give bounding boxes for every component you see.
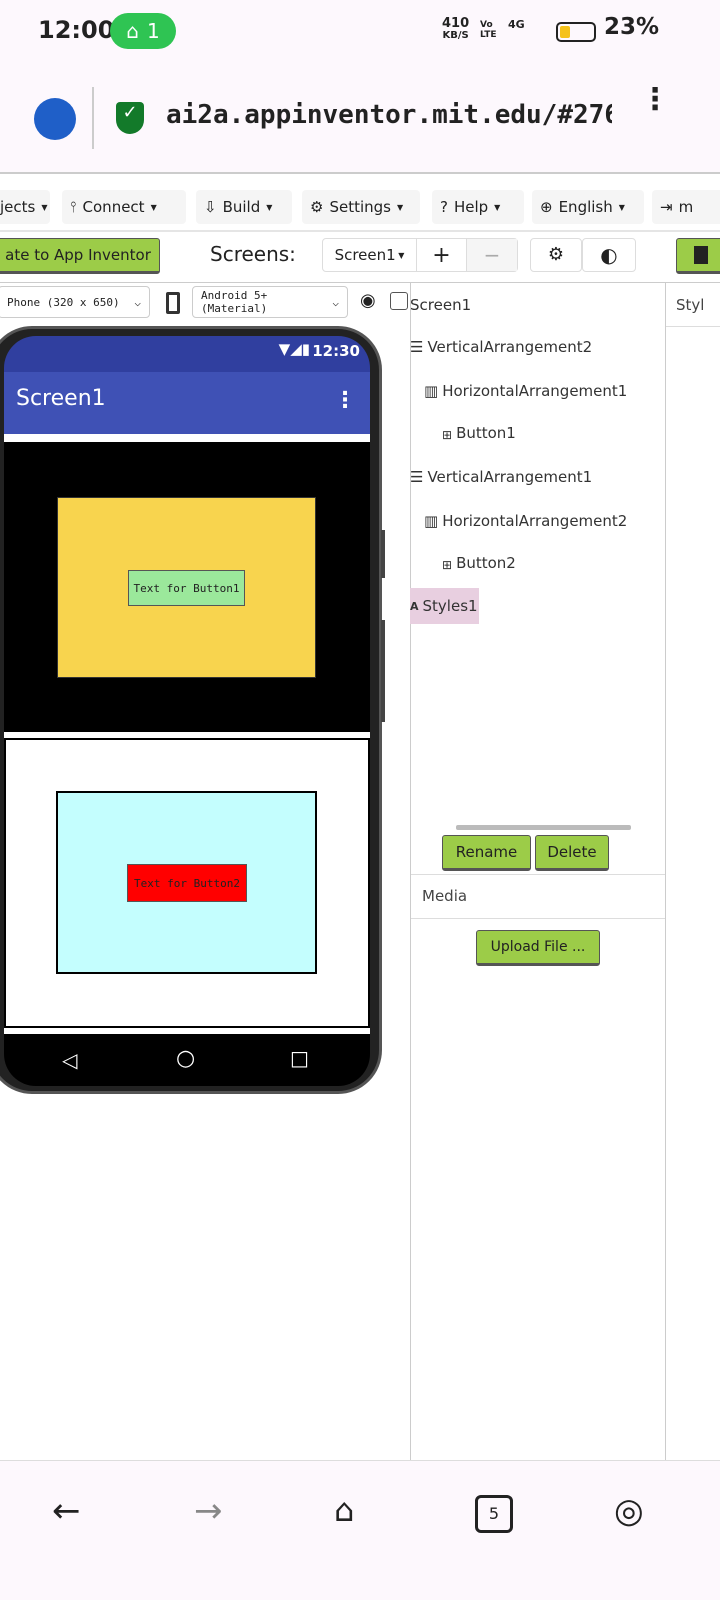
horizontal-arrangement-icon: ▥ <box>424 382 439 400</box>
gear-icon: ⚙ <box>310 198 324 216</box>
rename-button[interactable]: Rename <box>442 835 531 871</box>
show-hidden-checkbox[interactable] <box>390 292 408 310</box>
screen-controls: Screen1 ▼ + − <box>322 238 518 272</box>
device-icon[interactable] <box>166 292 180 314</box>
horizontal-arrangement-icon: ▥ <box>424 512 439 530</box>
upload-file-button[interactable]: Upload File ... <box>476 930 600 966</box>
site-info-icon[interactable] <box>34 98 76 140</box>
menu-build[interactable]: ⇩Build▼ <box>196 190 292 224</box>
menu-language[interactable]: ⊕English▼ <box>532 190 644 224</box>
vertical-arrangement-icon: ☰ <box>410 468 424 486</box>
screen-select[interactable]: Screen1 ▼ <box>323 239 417 271</box>
tabs-button[interactable]: 5 <box>475 1495 513 1533</box>
battery-percent: 23% <box>604 14 660 40</box>
phone-signal-icons: ▼◢▮ <box>278 340 310 358</box>
delete-button[interactable]: Delete <box>535 835 609 871</box>
hidden-components-eye-icon[interactable]: ◉ <box>360 290 376 311</box>
logout-icon: ⇥ <box>660 198 673 216</box>
volte-icon: Vo LTE <box>480 20 497 40</box>
remove-screen-button[interactable]: − <box>467 239 517 271</box>
phone-back-icon: ◁ <box>62 1048 78 1072</box>
phone-title-bar: Screen1 ⋮ <box>4 372 370 434</box>
back-icon[interactable]: ← <box>52 1491 81 1531</box>
menu-connect[interactable]: ⫯Connect▼ <box>62 190 186 224</box>
shield-check-icon: ✓ <box>116 102 144 134</box>
phone-size-select[interactable]: Phone (320 x 650)⌵ <box>0 286 150 318</box>
media-title: Media <box>422 887 468 905</box>
tree-item-button1[interactable]: ⊞Button1 <box>442 424 516 442</box>
button-icon: ⊞ <box>442 428 453 442</box>
screens-label: Screens: <box>210 242 296 266</box>
url-text[interactable]: ai2a.appinventor.mit.edu/#27628 <box>166 100 612 130</box>
connect-icon: ⫯ <box>70 198 77 216</box>
menu-signout[interactable]: ⇥m <box>652 190 720 224</box>
menu-settings[interactable]: ⚙Settings▼ <box>302 190 420 224</box>
battery-icon <box>556 22 596 42</box>
tree-item-button2[interactable]: ⊞Button2 <box>442 554 516 572</box>
menu-projects[interactable]: jects▼ <box>0 190 50 224</box>
button-icon: ⊞ <box>442 558 453 572</box>
forward-icon[interactable]: → <box>194 1491 223 1531</box>
hotspot-icon: ⌂ <box>126 19 139 43</box>
build-icon: ⇩ <box>204 198 217 216</box>
update-button[interactable]: ate to App Inventor <box>0 238 160 274</box>
clock: 12:00 <box>38 16 115 44</box>
hotspot-badge[interactable]: ⌂1 <box>110 13 176 49</box>
more-menu-icon[interactable]: ⋮ <box>640 82 670 117</box>
signal-icon: 4G <box>508 18 525 31</box>
blocks-button[interactable] <box>676 238 720 274</box>
home-icon[interactable]: ⌂ <box>334 1491 355 1529</box>
button1[interactable]: Text for Button1 <box>128 570 245 606</box>
browser-url-bar: ✓ ai2a.appinventor.mit.edu/#27628 ⋮ <box>0 62 720 174</box>
phone-status-bar: 12:30 ▼◢▮ <box>4 336 370 372</box>
tree-item-horizontalarrangement2[interactable]: ▥HorizontalArrangement2 <box>424 512 628 530</box>
styles-icon: A <box>410 599 419 613</box>
phone-screen-title: Screen1 <box>16 386 106 411</box>
vertical-arrangement-icon: ☰ <box>410 338 424 356</box>
account-icon[interactable]: ◎ <box>614 1491 644 1531</box>
add-screen-button[interactable]: + <box>417 239 467 271</box>
help-icon: ? <box>440 198 448 216</box>
menu-help[interactable]: ?Help▼ <box>432 190 524 224</box>
phone-home-icon: ○ <box>176 1046 196 1071</box>
theme-select[interactable]: Android 5+ (Material)⌵ <box>192 286 348 318</box>
tree-scrollbar[interactable] <box>456 825 631 830</box>
tree-item-horizontalarrangement1[interactable]: ▥HorizontalArrangement1 <box>424 382 628 400</box>
phone-overflow-icon: ⋮ <box>334 388 356 413</box>
tree-item-verticalarrangement2[interactable]: ☰VerticalArrangement2 <box>410 338 593 356</box>
browser-nav-bar: ← → ⌂ 5 ◎ <box>0 1460 720 1600</box>
properties-title: Styl <box>676 296 705 314</box>
button2[interactable]: Text for Button2 <box>127 864 247 902</box>
tree-item-screen1[interactable]: Screen1 <box>410 296 472 314</box>
tree-item-verticalarrangement1[interactable]: ☰VerticalArrangement1 <box>410 468 593 486</box>
project-properties-gears-icon[interactable]: ⚙ <box>530 238 582 272</box>
globe-icon[interactable]: ◐ <box>582 238 636 272</box>
phone-recents-icon: □ <box>290 1046 309 1070</box>
globe-icon: ⊕ <box>540 198 553 216</box>
phone-nav-bar: ◁ ○ □ <box>4 1034 370 1086</box>
